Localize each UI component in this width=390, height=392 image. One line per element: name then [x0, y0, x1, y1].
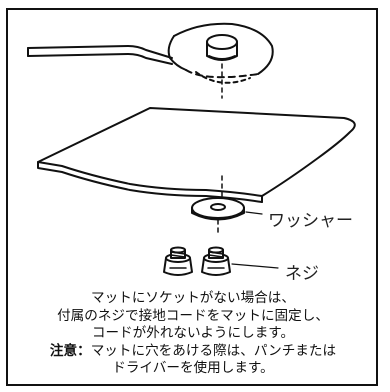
- screw-icon: [201, 246, 231, 276]
- caption-line: マットにソケットがない場合は、: [91, 290, 295, 306]
- caution-line: ドライバーを使用します。: [112, 360, 274, 377]
- caution-line: 注意：マットに穴をあける際は、パンチまたは: [10, 343, 376, 361]
- instruction-caption: マットにソケットがない場合は、 付属のネジで接地コードをマットに固定し、 コード…: [10, 290, 376, 378]
- caution-label: 注意：: [49, 342, 91, 359]
- screw-label: ネジ: [285, 264, 319, 284]
- caption-line: 付属のネジで接地コードをマットに固定し、: [57, 307, 329, 324]
- screw-leader-line: [231, 263, 279, 269]
- ground-cord-icon: [27, 45, 173, 65]
- document-frame: [6, 8, 378, 386]
- socket-disc-icon: [167, 22, 274, 84]
- mat-icon: [37, 107, 356, 203]
- screw-icon: [163, 246, 193, 276]
- caution-text: マットに穴をあける際は、パンチまたは: [90, 342, 337, 359]
- caption-line: コードが外れないようにします。: [91, 325, 295, 342]
- washer-leader-line: [245, 211, 263, 215]
- washer-label: ワッシャー: [268, 211, 353, 231]
- washer-icon: [191, 197, 245, 237]
